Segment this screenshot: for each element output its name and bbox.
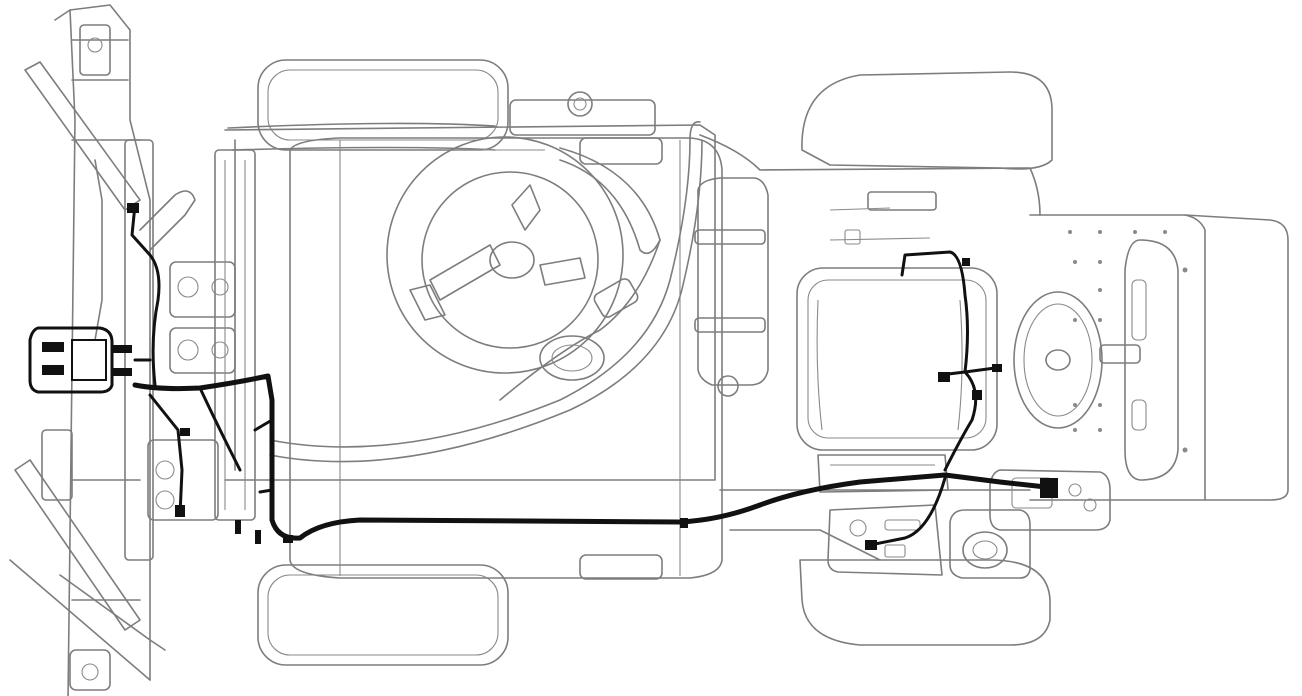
pedal-area <box>817 454 949 493</box>
tank <box>289 137 723 580</box>
harness-connectors <box>127 203 1058 550</box>
wiring-harness <box>130 203 1058 547</box>
reservoir <box>694 177 769 397</box>
front-hood <box>1029 214 1289 501</box>
control-box <box>28 326 132 394</box>
hood-fasteners <box>1068 230 1188 453</box>
spray-hose <box>269 121 703 463</box>
rear-left-tire <box>257 59 509 151</box>
operator-seat <box>796 267 998 451</box>
control-panel-right <box>949 509 1031 579</box>
tank-lid <box>386 136 661 374</box>
control-panel-left <box>827 504 943 576</box>
filler-cap <box>509 91 656 136</box>
tank-fitting <box>539 278 639 381</box>
front-right-tire <box>799 559 1051 646</box>
steering-wheel <box>1013 291 1141 429</box>
chassis-frame <box>224 122 1041 561</box>
left-boom <box>9 4 196 696</box>
seat-levers <box>829 191 937 245</box>
rear-right-tire <box>257 564 509 666</box>
front-left-tire <box>801 71 1053 170</box>
